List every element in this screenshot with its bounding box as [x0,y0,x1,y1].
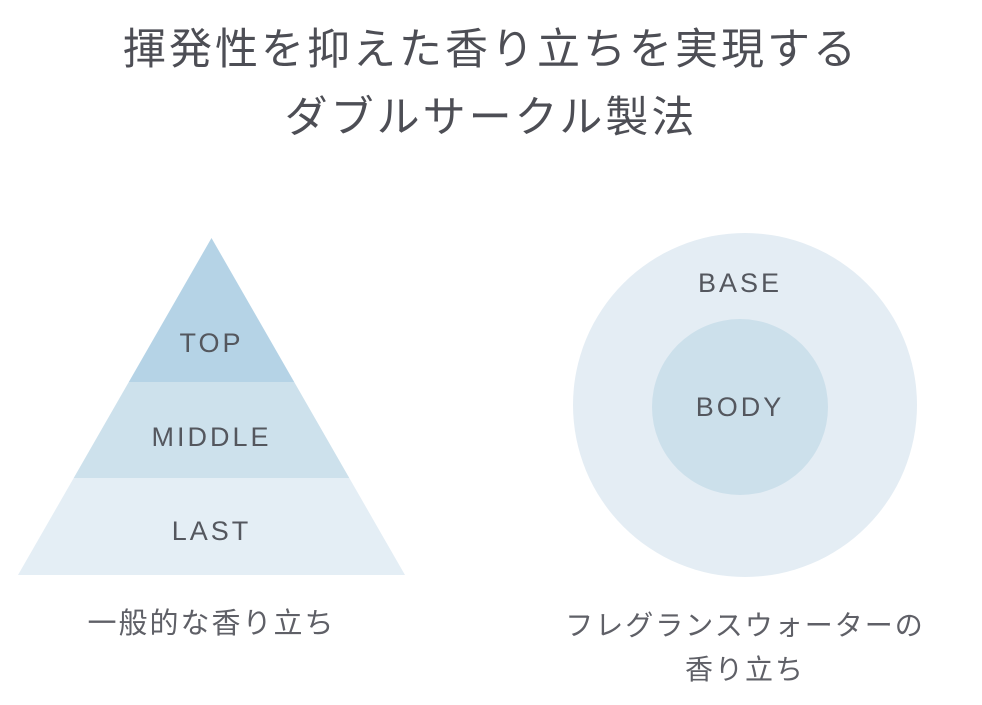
circles-caption-line-1: フレグランスウォーターの [565,610,925,641]
fragrance-pyramid-diagram: TOP MIDDLE LAST [18,238,405,575]
circle-label-base: BASE [698,268,782,298]
pyramid-caption: 一般的な香り立ち [18,605,405,643]
title-line-1: 揮発性を抑えた香り立ちを実現する [123,26,859,74]
pyramid-caption-text: 一般的な香り立ち [87,608,336,640]
pyramid-label-last: LAST [172,516,252,546]
pyramid-label-top: TOP [179,328,243,358]
double-circle-diagram: BASE BODY [573,233,917,577]
pyramid-tier-middle-shape [73,382,350,478]
pyramid-tier-last-shape [18,478,405,575]
inner-circle-shape [652,319,828,495]
pyramid-tier-top-shape [128,238,295,382]
circle-label-body: BODY [696,392,785,422]
circles-caption: フレグランスウォーターの 香り立ち [545,604,945,692]
page-title: 揮発性を抑えた香り立ちを実現する ダブルサークル製法 [0,16,982,152]
pyramid-label-middle: MIDDLE [151,422,271,452]
title-line-2: ダブルサークル製法 [284,94,698,142]
circles-caption-line-2: 香り立ち [684,654,805,685]
